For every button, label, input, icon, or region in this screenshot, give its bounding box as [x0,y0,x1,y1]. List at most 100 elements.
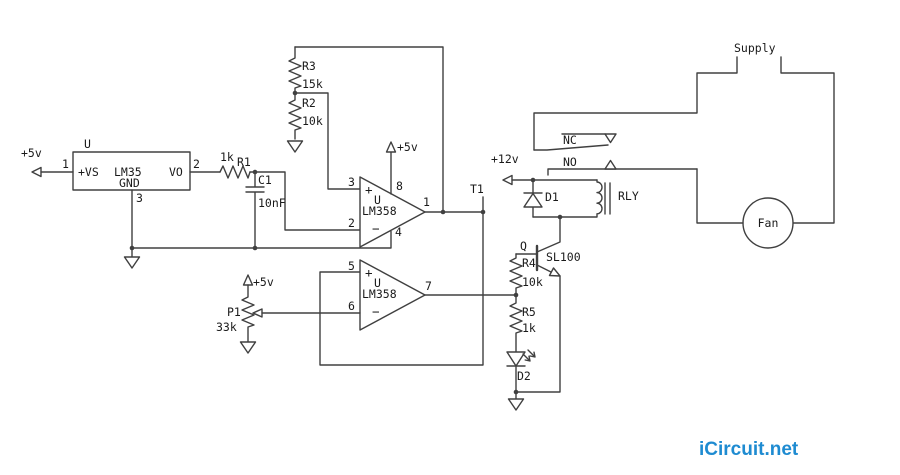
lm35-pin1-number: 1 [62,157,69,171]
lm35-pin-gnd-label: GND [119,176,140,190]
supply-arrow-icon [31,166,42,178]
icircuit-watermark-link[interactable]: iCircuit.net [699,439,799,460]
opamp1-vcc-label: +5v [397,140,418,154]
c1-value: 10nF [258,196,286,210]
rail-5v-label: +5v [21,146,42,160]
transistor-q: Q SL100 [515,216,581,393]
lm35-designator: U [84,137,91,151]
d2-name: D2 [517,369,531,383]
p1-vcc-label: +5v [253,275,274,289]
resistor-r5: R5 1k [509,294,536,353]
ground-icon [123,256,141,269]
d1-name: D1 [545,190,559,204]
led-body [506,351,526,367]
no-contact-icon [604,159,617,170]
supply-arrow-icon [242,274,254,286]
opamp2-pin7-number: 7 [425,279,432,293]
p1-value: 33k [216,320,237,334]
wire [249,171,361,231]
opamp2-pin5-number: 5 [348,259,355,273]
opamp1-pin4-number: 4 [395,225,402,239]
wire [131,189,392,249]
rail-12v-label: +12v [491,152,519,166]
opamp1-plus-sign: + [365,182,373,197]
wire [780,56,835,224]
wire [506,365,526,393]
supply-label: Supply [734,41,776,55]
resistor-body [288,46,302,94]
junction-dot [252,169,258,175]
potentiometer-p1: +5v P1 33k [216,274,361,354]
junction-dot [480,209,486,215]
nc-label: NC [563,133,577,147]
resistor-r1: 1k R1 [189,150,251,179]
opamp1-part: LM358 [362,204,397,218]
coil-body [532,179,603,218]
wire [294,92,361,190]
resistor-body [509,253,523,296]
relay-contact-nc: NC [533,133,617,151]
sensor-lm35: U +VS LM35 VO GND 1 2 3 [62,137,200,205]
fan-label: Fan [758,216,779,230]
lm35-part-label: LM35 [114,165,142,179]
led-ray-icon [522,353,531,362]
r2-value: 10k [302,114,323,128]
junction-dot [557,214,563,220]
rail-12v: +12v [491,152,598,186]
wire [696,168,744,224]
opamp1-designator: U [374,193,381,207]
resistor-body [219,165,251,179]
supply-terminals: Supply [533,41,835,224]
opamp1-pin3-number: 3 [348,175,355,189]
led-ray-icon [527,349,536,358]
ground-icon [286,140,304,153]
opamp-u1: + − U LM358 3 2 8 4 1 +5v [348,140,430,248]
c1-name: C1 [258,173,272,187]
opamp2-minus-sign: − [372,304,380,319]
lm35-pin3-number: 3 [136,191,143,205]
junction-dots [129,90,563,395]
relay-contact-no: NO [547,155,698,176]
rail-5v-sensor: +5v [21,146,74,178]
resistor-body [288,92,302,140]
lm35-pin-vs-label: +VS [78,165,99,179]
supply-arrow-icon [502,174,513,186]
t1-label: T1 [470,182,484,196]
r4-value: 10k [522,275,543,289]
opamp1-pin2-number: 2 [348,216,355,230]
capacitor-body [245,171,265,249]
opamp1-minus-sign: − [372,221,380,236]
no-label: NO [563,155,577,169]
junction-dot [292,90,298,96]
rly-name: RLY [618,189,639,203]
testpoint-t1: T1 [319,182,484,366]
lm35-pin2-number: 2 [193,157,200,171]
q-name: Q [520,239,527,253]
diode-body [523,192,543,208]
ground-icon [507,398,525,411]
wire [319,196,484,366]
opamp2-designator: U [374,276,381,290]
r1-name: R1 [237,155,251,169]
junction-dot [530,177,536,183]
nc-contact-icon [604,133,617,144]
opamp2-pin6-number: 6 [348,299,355,313]
supply-arrow-icon [385,141,397,153]
junction-dot [129,245,135,251]
opamp-triangle [359,259,426,331]
resistor-r3: R3 15k [288,46,323,94]
junction-dot [252,245,258,251]
opamp-triangle [359,176,426,248]
ground-icon [239,341,257,354]
resistor-r4: R4 10k [509,253,543,296]
opamp2-plus-sign: + [365,265,373,280]
capacitor-c1: C1 10nF [245,171,361,249]
resistor-r2: R2 10k [286,92,323,153]
opamp-u2: + − U LM358 5 6 7 [348,259,517,331]
wire [515,275,561,393]
pot-body [241,284,255,343]
relay-coil-rly: RLY [532,179,639,218]
fan-motor: Fan [696,168,794,249]
r1-value: 1k [220,150,234,164]
p1-name: P1 [227,305,241,319]
